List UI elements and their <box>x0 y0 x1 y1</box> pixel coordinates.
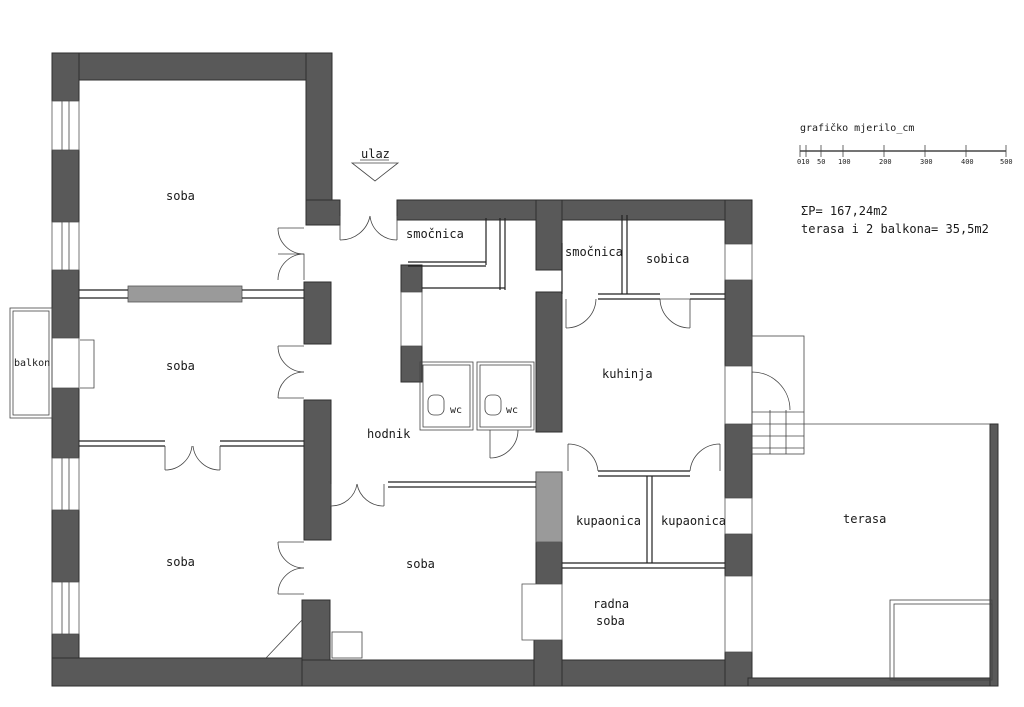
room-label-soba-bottom-center: soba <box>406 557 435 571</box>
room-label-smocnica-right: smočnica <box>565 245 623 259</box>
balcony-outline <box>9 307 53 419</box>
room-label-soba-mid: soba <box>166 359 195 373</box>
total-area-text: ΣP= 167,24m2 <box>801 204 888 218</box>
entrance-arrow-icon <box>350 162 400 182</box>
room-label-radna-soba: soba <box>596 614 625 628</box>
room-label-sobica: sobica <box>646 252 689 266</box>
interior-walls <box>79 215 725 585</box>
room-label-balkon: balkon <box>14 358 50 369</box>
room-label-hodnik: hodnik <box>367 427 411 441</box>
room-label-wc-2: wc <box>506 405 518 416</box>
room-label-kuhinja: kuhinja <box>602 367 653 381</box>
scale-tick: 300 <box>920 158 933 166</box>
scale-tick: 50 <box>817 158 825 166</box>
area-summary: ΣP= 167,24m2 terasa i 2 balkona= 35,5m2 <box>801 204 989 236</box>
terrace-area-text: terasa i 2 balkona= 35,5m2 <box>801 222 989 236</box>
scale-tick: 100 <box>838 158 851 166</box>
scale-title: grafičko mjerilo_cm <box>800 122 914 134</box>
terrace-stairs <box>751 335 993 681</box>
room-label-kupaonica-2: kupaonica <box>661 514 726 528</box>
scale-tick: 010 <box>797 158 810 166</box>
windows <box>51 100 753 653</box>
doors <box>80 215 791 659</box>
room-label-soba-top: soba <box>166 189 195 203</box>
scale-bar: grafičko mjerilo_cm 010 50 100 200 300 4… <box>797 122 1013 166</box>
room-label-smocnica-left: smočnica <box>406 227 464 241</box>
room-label-wc-1: wc <box>450 405 462 416</box>
scale-tick: 200 <box>879 158 892 166</box>
room-label-kupaonica-1: kupaonica <box>576 514 641 528</box>
outer-walls <box>51 52 999 687</box>
entrance-marker: ulaz <box>350 147 400 182</box>
room-label-terasa: terasa <box>843 512 886 526</box>
entrance-label: ulaz <box>361 147 390 161</box>
scale-tick: 400 <box>961 158 974 166</box>
room-labels: soba soba soba soba balkon hodnik smočni… <box>14 189 886 628</box>
room-label-radna: radna <box>593 597 629 611</box>
room-label-soba-bottom-left: soba <box>166 555 195 569</box>
scale-tick: 500 <box>1000 158 1013 166</box>
